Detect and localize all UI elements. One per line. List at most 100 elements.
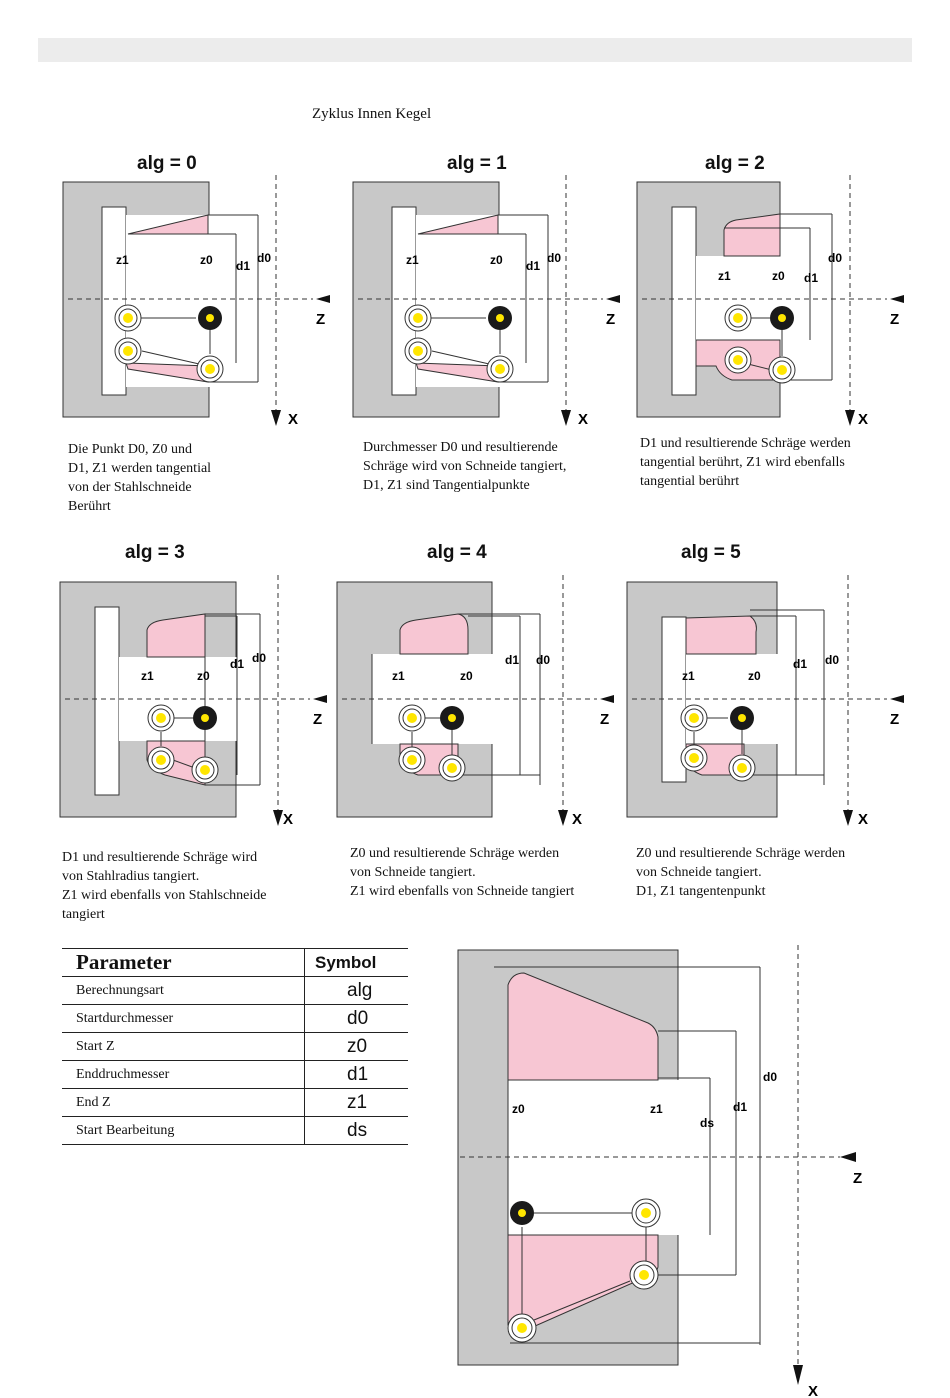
- axis-z-label: Z: [890, 311, 899, 328]
- tool-start-marker: [404, 304, 432, 332]
- label-z0: z0: [200, 253, 213, 267]
- diagram-alg4: z1 z0 d1 d0 Z X: [336, 575, 614, 828]
- label-z0: z0: [460, 669, 473, 683]
- tool-dark-marker: [770, 306, 794, 330]
- tool-dark-marker: [488, 306, 512, 330]
- axis-z-label: Z: [890, 711, 899, 728]
- axis-x-label: X: [288, 411, 298, 428]
- diagram-alg3: z1 z0 d1 d0 Z X: [59, 575, 327, 828]
- param-symbol: z0: [304, 1032, 408, 1061]
- param-symbol: d0: [304, 1004, 408, 1033]
- header-symbol: Symbol: [304, 948, 408, 977]
- figure-heading-alg5: alg = 5: [681, 542, 741, 563]
- figure-heading-alg2: alg = 2: [705, 153, 765, 174]
- tool-marker: [507, 1313, 537, 1343]
- tool-dark-marker: [730, 706, 754, 730]
- label-z1: z1: [650, 1102, 663, 1116]
- figure-heading-alg1: alg = 1: [447, 153, 507, 174]
- header-parameter: Parameter: [62, 948, 305, 977]
- table-header-row: Parameter Symbol: [62, 948, 408, 977]
- param-name: Startdurchmesser: [62, 1004, 305, 1033]
- label-d0: d0: [536, 653, 550, 667]
- label-d0: d0: [257, 251, 271, 265]
- tool-dark-marker: [193, 706, 217, 730]
- label-z0: z0: [490, 253, 503, 267]
- label-d1: d1: [236, 259, 250, 273]
- figure-heading-alg0: alg = 0: [137, 153, 197, 174]
- tool-dark-marker: [510, 1201, 534, 1225]
- diagram-alg0: z1 z0 d1 d0 Z X: [62, 175, 330, 428]
- tool-start-marker: [114, 304, 142, 332]
- tool-start-marker: [724, 304, 752, 332]
- tool-marker: [114, 337, 142, 365]
- figure-heading-alg4: alg = 4: [427, 542, 487, 563]
- label-z0: z0: [748, 669, 761, 683]
- label-z0: z0: [772, 269, 785, 283]
- axis-x-label: X: [858, 811, 868, 828]
- label-d1: d1: [804, 271, 818, 285]
- diagram-alg5: z1 z0 d1 d0 Z X: [626, 575, 904, 828]
- tool-marker: [196, 355, 224, 383]
- tool-dark-marker: [198, 306, 222, 330]
- label-z1: z1: [718, 269, 731, 283]
- label-ds: ds: [700, 1116, 714, 1130]
- label-z1: z1: [406, 253, 419, 267]
- axis-x-label: X: [283, 811, 293, 828]
- label-d1: d1: [505, 653, 519, 667]
- label-d1: d1: [733, 1100, 747, 1114]
- tool-marker: [191, 756, 219, 784]
- diagram-alg2: z1 z0 d1 d0 Z X: [636, 175, 904, 428]
- label-d1: d1: [793, 657, 807, 671]
- axis-x-label: X: [858, 411, 868, 428]
- tool-start-marker: [147, 704, 175, 732]
- axis-x-label: X: [578, 411, 588, 428]
- param-name: Berechnungsart: [62, 976, 305, 1005]
- param-symbol: z1: [304, 1088, 408, 1117]
- label-z1: z1: [141, 669, 154, 683]
- tool-marker: [404, 337, 432, 365]
- label-z1: z1: [682, 669, 695, 683]
- diagram-alg1: z1 z0 d1 d0 Z X: [352, 175, 620, 428]
- tool-start-marker: [398, 704, 426, 732]
- axis-z-label: Z: [606, 311, 615, 328]
- param-name: Start Z: [62, 1032, 305, 1061]
- param-name: End Z: [62, 1088, 305, 1117]
- label-z1: z1: [116, 253, 129, 267]
- tool-start-marker: [631, 1198, 661, 1228]
- label-z1: z1: [392, 669, 405, 683]
- label-d1: d1: [230, 657, 244, 671]
- param-name: Enddruchmesser: [62, 1060, 305, 1089]
- tool-marker: [147, 746, 175, 774]
- tool-marker: [629, 1260, 659, 1290]
- param-symbol: d1: [304, 1060, 408, 1089]
- axis-z-label: Z: [600, 711, 609, 728]
- axis-x-label: X: [808, 1383, 818, 1398]
- tool-dark-marker: [440, 706, 464, 730]
- axis-z-label: Z: [853, 1170, 862, 1187]
- tool-marker: [728, 754, 756, 782]
- label-d0: d0: [763, 1070, 777, 1084]
- tool-start-marker: [680, 704, 708, 732]
- label-z0: z0: [512, 1102, 525, 1116]
- label-d0: d0: [547, 251, 561, 265]
- figure-heading-alg3: alg = 3: [125, 542, 185, 563]
- tool-marker: [486, 355, 514, 383]
- param-name: Start Bearbeitung: [62, 1116, 305, 1145]
- axis-x-label: X: [572, 811, 582, 828]
- label-d0: d0: [828, 251, 842, 265]
- tool-marker: [724, 346, 752, 374]
- label-d1: d1: [526, 259, 540, 273]
- tool-marker: [398, 746, 426, 774]
- axis-z-label: Z: [316, 311, 325, 328]
- tool-marker: [680, 744, 708, 772]
